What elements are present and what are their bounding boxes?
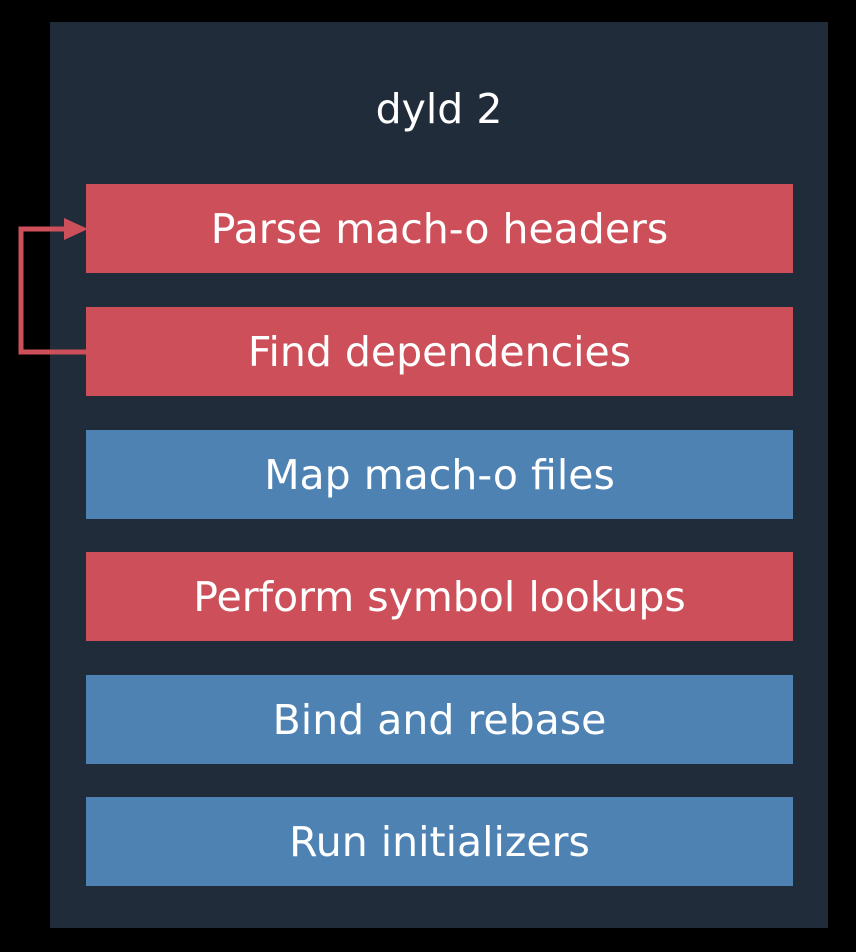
step-find-dependencies: Find dependencies bbox=[86, 307, 793, 396]
step-label: Run initializers bbox=[289, 817, 590, 866]
step-label: Bind and rebase bbox=[272, 695, 607, 744]
step-label: Parse mach-o headers bbox=[210, 204, 669, 253]
step-map-mach-o-files: Map mach-o files bbox=[86, 430, 793, 519]
step-run-initializers: Run initializers bbox=[86, 797, 793, 886]
step-bind-and-rebase: Bind and rebase bbox=[86, 675, 793, 764]
step-perform-symbol-lookups: Perform symbol lookups bbox=[86, 552, 793, 641]
diagram-title: dyld 2 bbox=[375, 85, 503, 133]
step-label: Find dependencies bbox=[247, 327, 632, 376]
step-label: Map mach-o files bbox=[264, 450, 615, 499]
step-parse-mach-o-headers: Parse mach-o headers bbox=[86, 184, 793, 273]
step-label: Perform symbol lookups bbox=[193, 572, 686, 621]
